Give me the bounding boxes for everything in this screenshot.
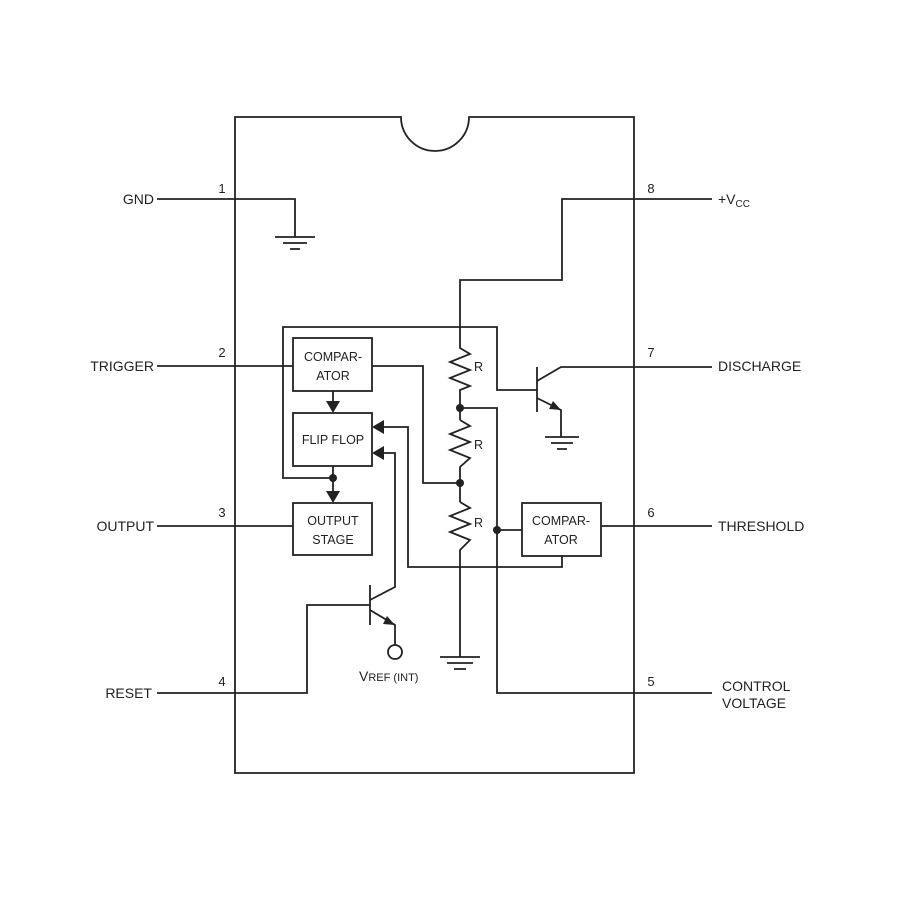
pin-label: +VCC — [718, 191, 750, 210]
ground-icon — [275, 236, 315, 250]
pin-number: 7 — [647, 345, 654, 360]
pin-2-trigger: TRIGGER 2 — [90, 345, 293, 374]
pin-number: 6 — [647, 505, 654, 520]
resistor-1 — [447, 345, 473, 420]
svg-text:OUTPUT: OUTPUT — [307, 514, 359, 528]
resistor-label: R — [474, 360, 483, 374]
pin-number: 4 — [218, 674, 225, 689]
pin-label: TRIGGER — [90, 358, 154, 374]
pin-number: 5 — [647, 674, 654, 689]
pin-8-vcc: +VCC 8 — [459, 181, 750, 345]
pin-7-discharge: DISCHARGE 7 — [647, 345, 801, 374]
pin-5-control-voltage: CONTROL VOLTAGE 5 — [647, 674, 790, 711]
resistor-2 — [447, 419, 473, 502]
flip-flop: FLIP FLOP — [292, 412, 373, 467]
discharge-transistor — [536, 366, 712, 450]
svg-text:ATOR: ATOR — [316, 369, 350, 383]
svg-text:STAGE: STAGE — [312, 533, 353, 547]
svg-text:COMPAR-: COMPAR- — [532, 514, 590, 528]
pin-6-threshold: THRESHOLD 6 — [601, 505, 804, 534]
ground-icon — [545, 436, 579, 450]
resistor-label: R — [474, 516, 483, 530]
vref-label: VREF (INT) — [359, 668, 418, 684]
pin-label: RESET — [105, 685, 152, 701]
pin-3-output: OUTPUT 3 — [96, 505, 293, 534]
pin-number: 8 — [647, 181, 654, 196]
resistor-divider: R R R — [440, 345, 483, 670]
svg-text:COMPAR-: COMPAR- — [304, 350, 362, 364]
resistor-3 — [447, 501, 473, 657]
pin-number: 3 — [218, 505, 225, 520]
output-stage: OUTPUT STAGE — [292, 502, 373, 556]
pin-label: DISCHARGE — [718, 358, 801, 374]
pin-number: 2 — [218, 345, 225, 360]
ground-icon — [440, 656, 480, 670]
pin-label: OUTPUT — [96, 518, 154, 534]
threshold-comparator: COMPAR- ATOR — [521, 502, 602, 557]
trigger-comparator: COMPAR- ATOR — [292, 337, 373, 392]
pin-number: 1 — [218, 181, 225, 196]
ic-package-outline — [234, 116, 635, 774]
vref-terminal — [387, 644, 403, 660]
pin-label: THRESHOLD — [718, 518, 804, 534]
svg-text:ATOR: ATOR — [544, 533, 578, 547]
pin-1-gnd: GND 1 — [123, 181, 315, 250]
resistor-label: R — [474, 438, 483, 452]
svg-text:FLIP FLOP: FLIP FLOP — [302, 433, 364, 447]
pin-label-line2: VOLTAGE — [722, 695, 786, 711]
pin-4-reset: RESET 4 — [105, 604, 370, 701]
pin-label: CONTROL — [722, 678, 791, 694]
reset-transistor: VREF (INT) — [359, 585, 418, 684]
pin-label: GND — [123, 191, 154, 207]
